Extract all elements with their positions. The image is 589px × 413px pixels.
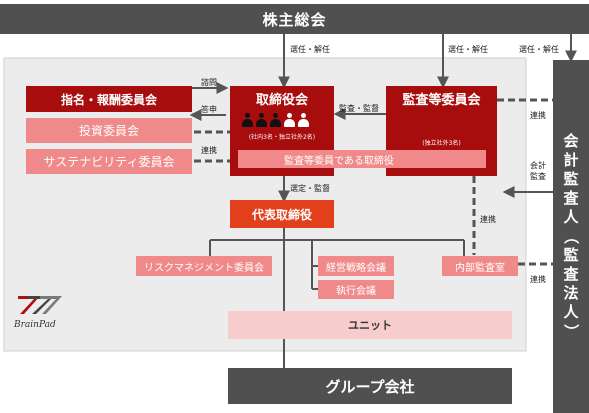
auditor-char: 監 xyxy=(563,170,579,188)
accounting-audit-label-1: 会計 xyxy=(530,161,546,170)
answer-label: 答申 xyxy=(201,105,217,114)
nomination-committee-label: 指名・報酬委員会 xyxy=(60,92,157,107)
brainpad-logo-text: BrainPad xyxy=(14,320,56,330)
brainpad-logo-mark xyxy=(18,296,62,314)
appoint-label-audit: 選任・解任 xyxy=(448,45,488,54)
audit-supervise-label: 監査・監督 xyxy=(339,104,379,113)
audit-supervisory-director-label: 監査等委員である取締役 xyxy=(284,156,394,167)
unit-label: ユニット xyxy=(348,319,392,332)
executive-meeting: 執行会議 xyxy=(318,280,394,299)
representative-director: 代表取締役 xyxy=(230,200,334,228)
auditor-char: 計 xyxy=(563,151,579,169)
person-icon xyxy=(256,113,267,127)
appoint-label-auditor: 選任・解任 xyxy=(519,45,559,54)
business-strategy-meeting: 経営戦略会議 xyxy=(318,256,394,276)
auditor-char: 会 xyxy=(563,132,579,150)
link-label-internal-auditor: 連携 xyxy=(530,275,546,284)
inquiry-label: 諮問 xyxy=(201,78,217,87)
auditor-char: 法 xyxy=(563,284,579,302)
person-icon xyxy=(242,113,253,127)
person-icon xyxy=(284,113,295,127)
link-label-internal-audit: 連携 xyxy=(480,215,496,224)
executive-meeting-label: 執行会議 xyxy=(336,286,376,297)
unit-band: ユニット xyxy=(228,311,512,339)
business-strategy-label: 経営戦略会議 xyxy=(326,262,386,274)
board-composition: (社内3名・独立社外2名) xyxy=(248,134,316,141)
person-icon xyxy=(298,113,309,127)
shareholders-meeting-box: 株主総会 xyxy=(0,4,589,34)
audit-committee-composition: (独立社外3名) xyxy=(422,140,461,147)
brainpad-logo: BrainPad xyxy=(14,292,74,332)
sustainability-committee: サステナビリティ委員会 xyxy=(26,149,192,174)
audit-committee-title: 監査等委員会 xyxy=(402,93,481,108)
person-icon xyxy=(270,113,281,127)
accounting-audit-label-2: 監査 xyxy=(530,172,546,181)
auditor-char: ） xyxy=(562,323,581,340)
nomination-compensation-committee: 指名・報酬委員会 xyxy=(26,86,192,112)
auditor-char: 人 xyxy=(563,303,579,321)
investment-committee-label: 投資委員会 xyxy=(78,124,139,138)
auditor-char: 査 xyxy=(563,189,579,207)
risk-management-label: リスクマネジメント委員会 xyxy=(144,262,264,274)
accounting-auditor-box: 会 計 監 査 人 （ 監 査 法 人 ） xyxy=(553,60,589,413)
group-companies-label: グループ会社 xyxy=(325,377,415,396)
risk-management-committee: リスクマネジメント委員会 xyxy=(136,256,272,276)
investment-committee: 投資委員会 xyxy=(26,118,192,143)
audit-supervisory-director-band: 監査等委員である取締役 xyxy=(238,150,486,168)
link-label-audit-auditor: 連携 xyxy=(530,111,546,120)
auditor-char: （ xyxy=(562,228,581,245)
link-label-sustainability: 連携 xyxy=(201,146,217,155)
internal-audit-office: 内部監査室 xyxy=(442,256,518,276)
internal-audit-label: 内部監査室 xyxy=(455,262,505,274)
auditor-char: 人 xyxy=(563,208,579,226)
sustainability-committee-label: サステナビリティ委員会 xyxy=(43,155,175,169)
group-companies-box: グループ会社 xyxy=(228,368,512,404)
representative-director-label: 代表取締役 xyxy=(251,207,312,222)
auditor-char: 監 xyxy=(563,246,579,264)
auditor-char: 査 xyxy=(563,265,579,283)
shareholders-meeting-label: 株主総会 xyxy=(262,10,327,29)
appoint-supervise-label: 選定・監督 xyxy=(290,184,330,193)
board-members-icons xyxy=(242,113,309,127)
board-title: 取締役会 xyxy=(255,93,308,108)
appoint-label-board: 選任・解任 xyxy=(290,45,330,54)
